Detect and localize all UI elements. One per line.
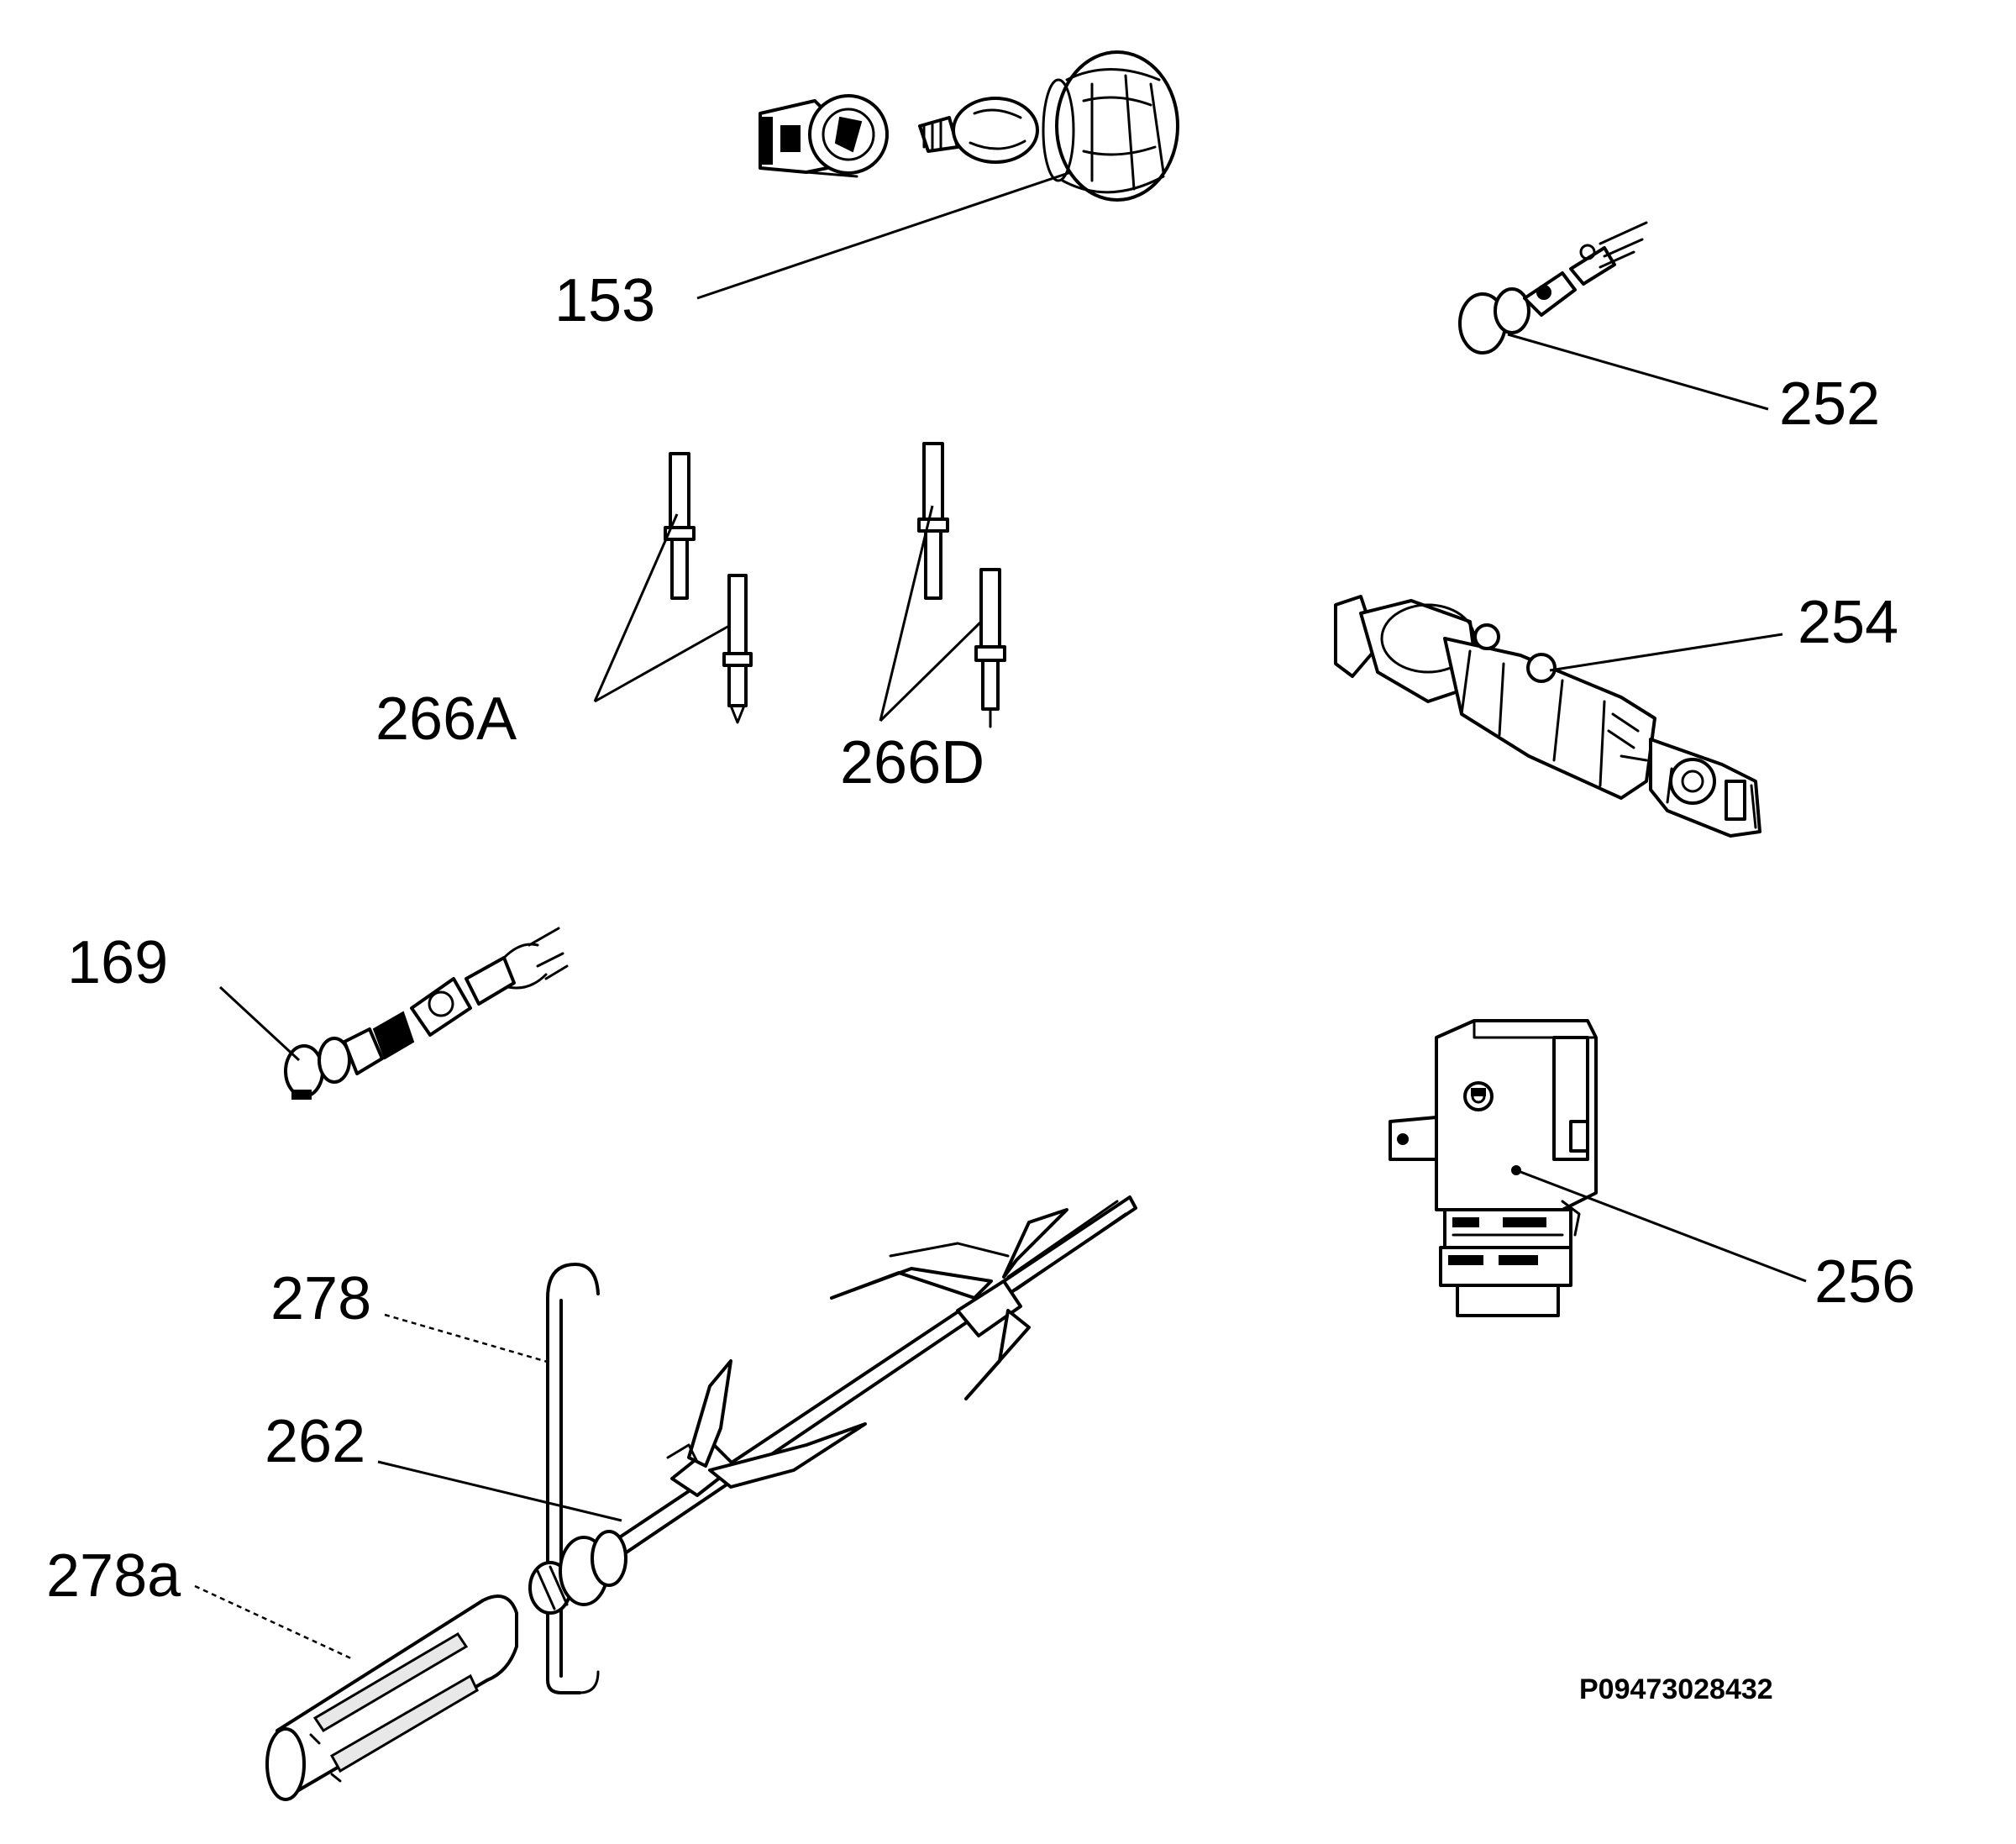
label-153: 153 bbox=[554, 267, 655, 334]
leader-252 bbox=[1507, 333, 1769, 411]
part-254-gas-valve: 254 bbox=[1334, 589, 1898, 838]
leader-256 bbox=[1515, 1169, 1807, 1283]
lamp-glass-cover bbox=[1042, 50, 1179, 202]
electrode-266A-lower bbox=[722, 574, 753, 724]
part-278-spit-holder-rod: 278 bbox=[270, 1263, 600, 1694]
electrode-266D-lower bbox=[974, 568, 1006, 728]
label-266D: 266D bbox=[840, 729, 984, 796]
label-262: 262 bbox=[265, 1408, 365, 1475]
label-256: 256 bbox=[1814, 1248, 1915, 1316]
diagram-reference-code: P09473028432 bbox=[1579, 1673, 1773, 1705]
part-153-lamp-assembly: 153 bbox=[554, 50, 1179, 334]
leader-278 bbox=[384, 1313, 551, 1364]
leader-266D-a bbox=[879, 505, 934, 722]
spit-fork-near bbox=[666, 1359, 867, 1497]
leader-254 bbox=[1549, 633, 1783, 672]
lamp-bulb bbox=[918, 97, 1039, 164]
electrode-266D-upper bbox=[917, 442, 949, 600]
part-169-ignition-plug: 169 bbox=[67, 927, 569, 1100]
electrode-266A-upper bbox=[664, 452, 696, 600]
label-278: 278 bbox=[270, 1265, 371, 1332]
part-256-thermostat: 256 bbox=[1389, 1019, 1915, 1317]
lamp-holder bbox=[759, 94, 889, 178]
label-278a: 278a bbox=[46, 1542, 181, 1610]
part-266D-electrodes: 266D bbox=[840, 442, 1006, 796]
leader-169 bbox=[218, 985, 301, 1062]
leader-278a bbox=[194, 1584, 354, 1661]
part-278a-handle-sleeve: 278a bbox=[46, 1542, 518, 1801]
leader-266A-a bbox=[593, 513, 679, 702]
spit-fork-far bbox=[830, 1208, 1068, 1400]
label-254: 254 bbox=[1798, 589, 1898, 656]
label-252: 252 bbox=[1779, 370, 1880, 438]
label-266A: 266A bbox=[375, 686, 517, 753]
part-252-connector: 252 bbox=[1458, 221, 1880, 438]
leader-266D-b bbox=[879, 620, 983, 722]
leader-266A-b bbox=[594, 624, 730, 703]
part-262-rotisserie-spit: 262 bbox=[265, 1195, 1137, 1615]
spit-handle bbox=[528, 1530, 627, 1615]
leader-262 bbox=[377, 1460, 622, 1522]
part-266A-electrodes: 266A bbox=[375, 452, 753, 753]
leader-153 bbox=[696, 171, 1072, 300]
label-169: 169 bbox=[67, 929, 168, 996]
